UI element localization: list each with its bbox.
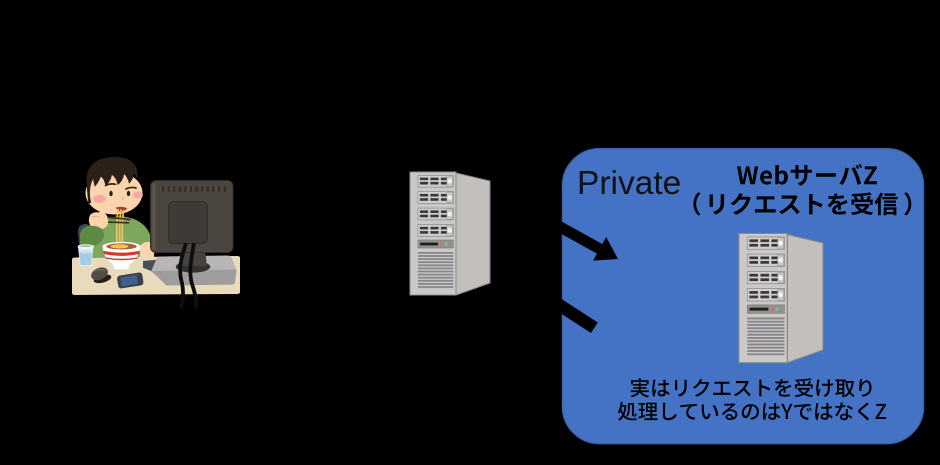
- svg-text:Private: Private: [577, 165, 681, 202]
